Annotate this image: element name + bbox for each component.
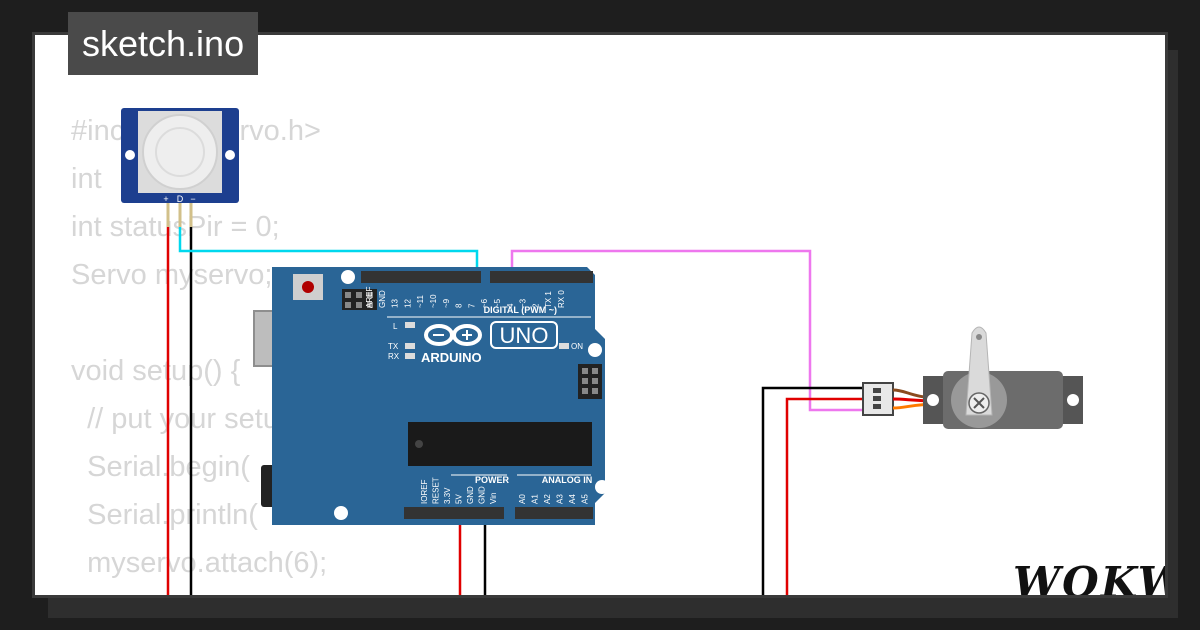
wires — [166, 220, 862, 595]
power-pin-label: GND — [478, 486, 487, 504]
svg-text:RX: RX — [388, 352, 400, 361]
digital-pin-label: 2 — [531, 303, 540, 308]
digital-pin-label: 8 — [455, 303, 464, 308]
analog-header[interactable] — [515, 507, 593, 519]
led-tx: TX — [388, 342, 415, 351]
arduino-infinity-logo — [424, 324, 482, 346]
servo-horn[interactable] — [965, 326, 993, 416]
digital-pin-label: ~10 — [429, 294, 438, 308]
code-line: Servo myservo; — [71, 259, 273, 291]
mount-hole-bottom-left — [334, 506, 348, 520]
mount-hole-right-bottom — [595, 480, 609, 494]
digital-pin-label: ~5 — [493, 298, 502, 308]
pir-mount-hole-left — [125, 150, 135, 160]
digital-pin-label: ~11 — [416, 294, 425, 308]
svg-text:TX: TX — [388, 342, 399, 351]
wire-servo-signal[interactable] — [510, 249, 862, 412]
arduino-brand: ARDUINO — [421, 350, 482, 365]
power-pin-label: Vin — [489, 493, 498, 504]
wire-servo-gnd[interactable] — [761, 386, 862, 595]
servo-connector-pin-2 — [873, 396, 881, 401]
power-header-label: POWER — [475, 475, 510, 485]
pir-pin-label-vcc: + — [163, 194, 168, 204]
pir-fresnel-lens — [142, 114, 218, 190]
wokwi-logo: WOKWI — [1013, 558, 1165, 598]
arduino-model: UNO — [500, 323, 549, 348]
icsp-header — [342, 289, 377, 310]
pir-pin-label-gnd: − — [190, 194, 195, 204]
digital-pin-label: AREF — [365, 287, 374, 308]
led-l: L — [393, 322, 415, 331]
servo-mount-hole-left — [927, 394, 939, 406]
analog-pin-label: A4 — [568, 494, 577, 504]
power-header[interactable] — [404, 507, 504, 519]
mount-hole-right-top — [588, 343, 602, 357]
servo-screw-cross-icon — [973, 397, 985, 409]
led-rx: RX — [388, 352, 415, 361]
digital-pin-label: ~3 — [519, 298, 528, 308]
power-pin-label: GND — [466, 486, 475, 504]
digital-pin-label: GND — [378, 290, 387, 308]
circuit-canvas: + D − — [121, 108, 1083, 595]
code-line: Serial.println( — [71, 499, 258, 531]
servo-connector-pin-1 — [873, 388, 881, 393]
wire-pir-signal[interactable] — [178, 220, 479, 275]
power-pin-label: 5V — [455, 494, 464, 504]
uno-badge — [490, 321, 558, 349]
file-tab[interactable]: sketch.ino — [68, 12, 259, 75]
analog-pin-label: A0 — [518, 494, 527, 504]
analog-pin-label: A2 — [543, 494, 552, 504]
analog-header-label: ANALOG IN — [542, 475, 593, 485]
wire-servo-vcc[interactable] — [785, 397, 862, 595]
power-pin-label: RESET — [432, 477, 441, 504]
digital-pin-label: ~6 — [480, 298, 489, 308]
pir-sensor[interactable]: + D − — [121, 108, 239, 227]
analog-pin-label: A1 — [531, 494, 540, 504]
digital-pin-label: 7 — [467, 303, 476, 308]
digital-pin-label: TX 1 — [544, 291, 553, 308]
code-line: void setup() { — [71, 355, 241, 387]
digital-pin-label: 13 — [391, 299, 400, 308]
servo-connector-pin-3 — [873, 404, 881, 409]
svg-text:L: L — [393, 322, 398, 331]
led-on: ON — [559, 342, 583, 351]
servo-motor[interactable] — [862, 326, 1083, 429]
mount-hole-top-left — [341, 270, 355, 284]
reset-button[interactable] — [302, 281, 314, 293]
pir-mount-hole-right — [225, 150, 235, 160]
digital-pin-label: RX 0 — [557, 290, 566, 308]
digital-pin-label: ~9 — [442, 298, 451, 308]
code-line: int statusPir = 0; — [71, 211, 280, 243]
pir-lens-inner — [155, 127, 205, 177]
digital-header-right[interactable] — [490, 271, 593, 283]
analog-pin-label: A3 — [556, 494, 565, 504]
icsp-header-2 — [578, 364, 602, 399]
code-line: myservo.attach(6); — [71, 547, 328, 579]
digital-header-left[interactable] — [361, 271, 481, 283]
svg-text:ON: ON — [571, 342, 583, 351]
servo-mount-hole-right — [1067, 394, 1079, 406]
analog-pin-label: A5 — [581, 494, 590, 504]
pir-pin-label-signal: D — [177, 194, 184, 204]
digital-pin-label: 12 — [403, 299, 412, 308]
power-pin-label: IOREF — [420, 479, 429, 504]
power-pin-label: 3.3V — [443, 487, 452, 504]
servo-horn-hole — [976, 334, 982, 340]
digital-pin-label: 4 — [506, 303, 515, 308]
atmega-chip — [408, 422, 592, 466]
code-line: int — [71, 163, 102, 195]
digital-header-label: DIGITAL (PWM ~) — [484, 305, 557, 315]
